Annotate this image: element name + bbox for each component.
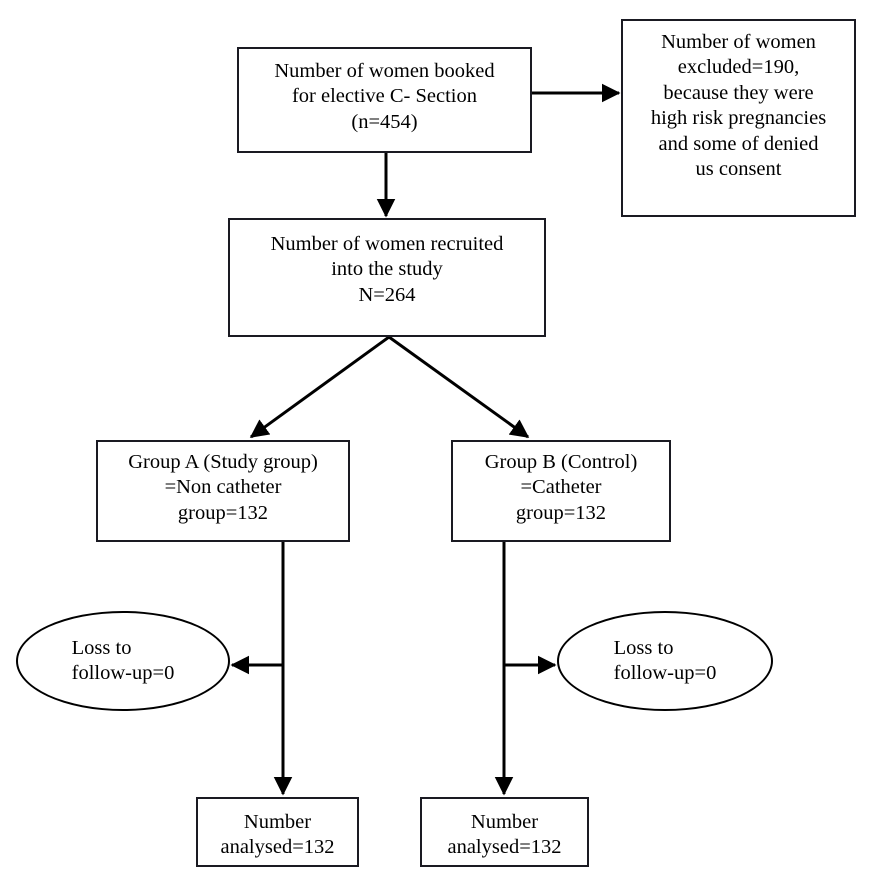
node-women-recruited-line-1: Number of women recruited (270, 233, 504, 255)
node-women-excluded-line-6: us consent (695, 158, 782, 181)
node-women-booked: Number of women booked for elective C- S… (237, 47, 532, 153)
node-loss-to-follow-up-group-b-line-1: Loss to (613, 636, 674, 659)
node-group-b-line-2: =Catheter (520, 476, 602, 499)
node-number-analysed-group-b-line-1: Number (470, 810, 539, 833)
node-women-excluded-line-4: high risk pregnancies (650, 107, 827, 130)
node-group-b-line-3: group=132 (515, 501, 607, 524)
node-women-recruited: Number of women recruited into the study… (228, 218, 546, 337)
node-group-a: Group A (Study group) =Non catheter grou… (96, 440, 350, 542)
node-group-b: Group B (Control) =Catheter group=132 (451, 440, 671, 542)
node-women-excluded: Number of women excluded=190, because th… (621, 19, 856, 217)
node-women-booked-line-3: (n=454) (351, 110, 418, 133)
node-number-analysed-group-a: Number analysed=132 (196, 797, 359, 867)
node-number-analysed-group-a-line-2: analysed=132 (220, 836, 335, 858)
node-group-b-line-1: Group B (Control) (484, 451, 638, 473)
node-women-recruited-line-3: N=264 (358, 283, 416, 306)
node-number-analysed-group-b-line-2: analysed=132 (447, 836, 562, 858)
node-group-a-line-2: =Non catheter (164, 476, 282, 499)
node-loss-to-follow-up-group-a-line-1: Loss to (71, 636, 132, 659)
node-women-booked-line-1: Number of women booked (274, 60, 495, 82)
node-women-excluded-line-2: excluded=190, (677, 56, 800, 79)
node-group-a-line-1: Group A (Study group) (128, 451, 318, 473)
node-loss-to-follow-up-group-a: Loss to follow-up=0 (16, 611, 230, 711)
node-number-analysed-group-b: Number analysed=132 (420, 797, 589, 867)
connector-recruited-to-group-b (388, 335, 530, 439)
node-women-recruited-line-2: into the study (331, 258, 443, 281)
node-women-excluded-line-1: Number of women (661, 31, 816, 53)
connector-recruited-to-group-a (249, 335, 390, 439)
node-number-analysed-group-a-line-1: Number (243, 810, 312, 833)
node-loss-to-follow-up-group-b: Loss to follow-up=0 (557, 611, 773, 711)
node-loss-to-follow-up-group-a-line-2: follow-up=0 (71, 662, 175, 684)
node-loss-to-follow-up-group-b-line-2: follow-up=0 (613, 662, 717, 684)
node-women-excluded-line-5: and some of denied (658, 132, 819, 155)
node-women-booked-line-2: for elective C- Section (291, 85, 477, 108)
node-women-excluded-line-3: because they were (663, 81, 814, 104)
node-group-a-line-3: group=132 (177, 501, 269, 524)
